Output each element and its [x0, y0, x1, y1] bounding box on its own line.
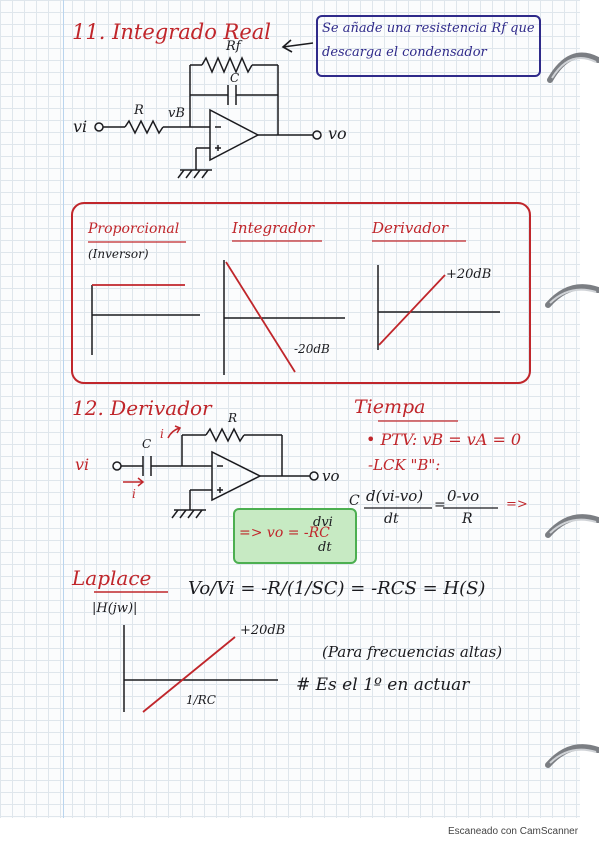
opamp-1: [209, 108, 260, 162]
result-box: [233, 508, 357, 564]
note-line-1: Se añade una resistencia Rf que: [322, 21, 535, 36]
laplace-title: Laplace: [72, 566, 152, 590]
margin-line: [63, 0, 64, 818]
integrator-title: Integrador: [232, 219, 315, 237]
label-i-bottom: i: [132, 487, 136, 501]
proportional-plot: [91, 284, 200, 355]
derivative-slope: +20dB: [446, 267, 492, 282]
binder-ring-icon: [545, 514, 599, 538]
differentiator-circuit: [112, 427, 319, 519]
laplace-corner: 1/RC: [186, 693, 216, 707]
response-box-frame: [71, 202, 531, 384]
label-c2: C: [142, 437, 152, 451]
transfer-function: Vo/Vi = -R/(1/SC) = -RCS = H(S): [188, 578, 486, 599]
label-rf: Rf: [226, 39, 241, 54]
laplace-note-2: # Es el 1º en actuar: [296, 675, 470, 695]
eq-denominator-2: R: [462, 511, 473, 527]
opamp-2: [211, 450, 262, 502]
eq-numerator-2: 0-vo: [447, 487, 480, 505]
ptv-line: • PTV: vB = vA = 0: [366, 430, 522, 449]
label-c: C: [230, 71, 240, 85]
label-r2: R: [228, 411, 238, 425]
label-vb: vB: [168, 106, 185, 121]
note-arrow: [281, 39, 314, 53]
eq-equals: =: [434, 497, 446, 513]
note-line-2: descarga el condensador: [322, 45, 487, 60]
tiempa-title: Tiempa: [354, 396, 426, 418]
opamp-1-signs: [215, 126, 221, 151]
laplace-note-1: (Para frecuencias altas): [322, 643, 503, 661]
binder-ring-icon: [545, 284, 599, 308]
result-denominator: dt: [318, 540, 332, 555]
laplace-ylabel: |H(jw)|: [92, 601, 138, 616]
integrator-plot: [223, 260, 345, 375]
label-vi: vi: [73, 117, 88, 136]
eq-c: C: [349, 493, 360, 509]
section-11-title: 11. Integrado Real: [72, 20, 271, 44]
label-r: R: [134, 103, 144, 118]
eq-implies: =>: [506, 497, 528, 512]
opamp-2-signs: [217, 465, 223, 493]
current-arrows: [123, 425, 182, 487]
result-prefix: => vo = -RC: [239, 525, 330, 541]
binder-ring-icon: [545, 744, 599, 768]
eq-denominator: dt: [384, 511, 399, 527]
integrator-slope: -20dB: [294, 342, 330, 356]
proportional-subtitle: (Inversor): [88, 247, 149, 261]
label-i-top: i: [160, 427, 164, 441]
laplace-slope: +20dB: [240, 623, 286, 638]
circuit-drawings: [71, 39, 531, 713]
label-vi2: vi: [75, 455, 90, 474]
laplace-plot: [123, 625, 278, 713]
lck-line: -LCK "B":: [368, 456, 441, 474]
derivative-title: Derivador: [372, 219, 449, 237]
grid-paper: [0, 0, 580, 818]
result-numerator: dvi: [313, 515, 333, 530]
integrator-circuit: [94, 56, 322, 179]
note-box: [316, 15, 541, 77]
label-vo2: vo: [322, 467, 340, 485]
eq-numerator: d(vi-vo): [366, 487, 424, 505]
label-vo: vo: [328, 124, 347, 143]
section-12-title: 12. Derivador: [72, 396, 212, 420]
derivative-plot: [377, 265, 500, 350]
proportional-title: Proporcional: [88, 221, 180, 237]
scanner-footer: Escaneado con CamScanner: [448, 826, 579, 837]
binder-ring-icon: [547, 52, 599, 83]
